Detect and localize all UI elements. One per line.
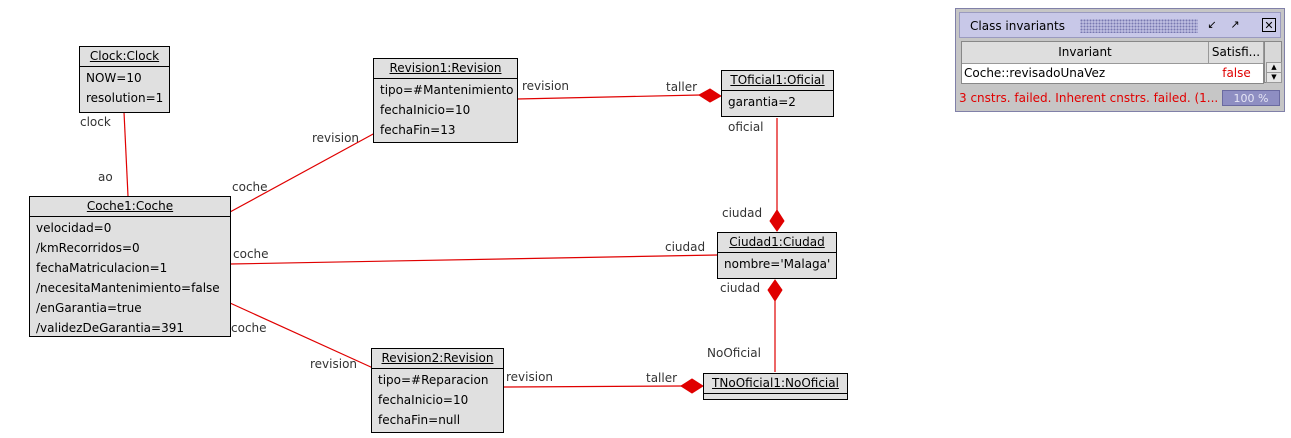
link-revision1-toficial bbox=[516, 94, 701, 100]
object-coche[interactable]: Coche1:Coche velocidad=0 /kmRecorridos=0… bbox=[29, 196, 231, 337]
table-scrollbar[interactable]: ▲ ▼ bbox=[1264, 41, 1282, 83]
object-revision1[interactable]: Revision1:Revision tipo=#Mantenimiento f… bbox=[373, 58, 518, 143]
object-attribute: garantia=2 bbox=[728, 95, 796, 109]
iconify-icon[interactable]: ↙ bbox=[1207, 18, 1217, 31]
object-tnooficial[interactable]: TNoOficial1:NoOficial bbox=[703, 373, 848, 400]
object-header: Revision1:Revision bbox=[374, 59, 517, 79]
object-attribute: fechaInicio=10 bbox=[378, 393, 469, 407]
role-label: ciudad bbox=[665, 240, 706, 254]
object-header: Revision2:Revision bbox=[372, 349, 503, 369]
role-label: oficial bbox=[728, 120, 764, 134]
object-attribute: fechaInicio=10 bbox=[380, 103, 471, 117]
invariants-table[interactable]: Invariant Satisfi... Coche::revisadoUnaV… bbox=[961, 41, 1264, 84]
link-revision2-tnooficial bbox=[503, 385, 683, 388]
role-label: ciudad bbox=[722, 206, 763, 220]
column-header-satisfied[interactable]: Satisfi... bbox=[1209, 42, 1264, 63]
link-coche-revision1 bbox=[229, 132, 376, 213]
role-label: ciudad bbox=[720, 281, 761, 295]
object-attribute: resolution=1 bbox=[86, 91, 164, 105]
object-attribute: /kmRecorridos=0 bbox=[36, 241, 140, 255]
invariant-name: Coche::revisadoUnaVez bbox=[964, 66, 1106, 80]
role-label: coche bbox=[232, 180, 268, 194]
scroll-down-icon[interactable]: ▼ bbox=[1266, 72, 1282, 83]
column-header-invariant[interactable]: Invariant bbox=[962, 42, 1209, 63]
object-ciudad[interactable]: Ciudad1:Ciudad nombre='Malaga' bbox=[717, 232, 837, 279]
class-invariants-window[interactable]: Class invariants ↙ ↗ ✕ Invariant Satisfi… bbox=[955, 8, 1285, 112]
composition-diamond-toficial bbox=[698, 88, 722, 103]
object-attribute: /validezDeGarantia=391 bbox=[36, 321, 184, 335]
status-message: 3 cnstrs. failed. Inherent cnstrs. faile… bbox=[959, 91, 1219, 105]
object-attribute: /enGarantia=true bbox=[36, 301, 142, 315]
object-header: Clock:Clock bbox=[80, 47, 169, 67]
role-label: revision bbox=[310, 357, 358, 371]
object-toficial[interactable]: TOficial1:Oficial garantia=2 bbox=[721, 70, 834, 117]
window-title: Class invariants bbox=[970, 19, 1065, 33]
object-attribute: /necesitaMantenimiento=false bbox=[36, 281, 220, 295]
link-coche-revision2 bbox=[229, 302, 374, 369]
role-label: taller bbox=[646, 371, 678, 385]
role-label: coche bbox=[233, 247, 269, 261]
object-attribute: fechaFin=null bbox=[378, 413, 461, 427]
composition-diamond-ciudad-top bbox=[769, 209, 785, 232]
object-attribute: nombre='Malaga' bbox=[724, 257, 831, 271]
object-header: Ciudad1:Ciudad bbox=[718, 233, 836, 253]
role-label: taller bbox=[666, 80, 698, 94]
role-label: revision bbox=[522, 79, 570, 93]
window-titlebar[interactable]: Class invariants ↙ ↗ ✕ bbox=[959, 12, 1281, 38]
object-attribute: tipo=#Reparacion bbox=[378, 373, 489, 387]
object-attribute: fechaMatriculacion=1 bbox=[36, 261, 168, 275]
progress-indicator: 100 % bbox=[1222, 90, 1280, 106]
role-label: NoOficial bbox=[707, 346, 761, 360]
maximize-icon[interactable]: ↗ bbox=[1230, 18, 1240, 31]
object-clock[interactable]: Clock:Clock NOW=10 resolution=1 bbox=[79, 46, 170, 113]
object-attribute: tipo=#Mantenimiento bbox=[380, 83, 514, 97]
close-icon[interactable]: ✕ bbox=[1262, 18, 1276, 32]
role-label: revision bbox=[506, 370, 554, 384]
invariant-status: false bbox=[1222, 66, 1251, 80]
role-label: ao bbox=[98, 170, 113, 184]
object-attribute: fechaFin=13 bbox=[380, 123, 456, 137]
object-attribute: velocidad=0 bbox=[36, 221, 112, 235]
link-coche-ciudad bbox=[229, 254, 718, 265]
titlebar-grip bbox=[1080, 19, 1198, 33]
object-header: TNoOficial1:NoOficial bbox=[704, 374, 847, 394]
object-header: TOficial1:Oficial bbox=[722, 71, 833, 91]
composition-diamond-ciudad-bottom bbox=[767, 279, 783, 302]
object-attribute: NOW=10 bbox=[86, 71, 142, 85]
role-label: clock bbox=[80, 115, 111, 129]
object-header: Coche1:Coche bbox=[30, 197, 230, 217]
link-clock-coche bbox=[123, 111, 129, 197]
table-row[interactable]: Coche::revisadoUnaVez false bbox=[962, 64, 1263, 83]
table-header-row: Invariant Satisfi... bbox=[962, 42, 1264, 64]
object-revision2[interactable]: Revision2:Revision tipo=#Reparacion fech… bbox=[371, 348, 504, 433]
composition-diamond-tnooficial bbox=[680, 378, 704, 394]
role-label: revision bbox=[312, 131, 360, 145]
role-label: coche bbox=[231, 321, 267, 335]
